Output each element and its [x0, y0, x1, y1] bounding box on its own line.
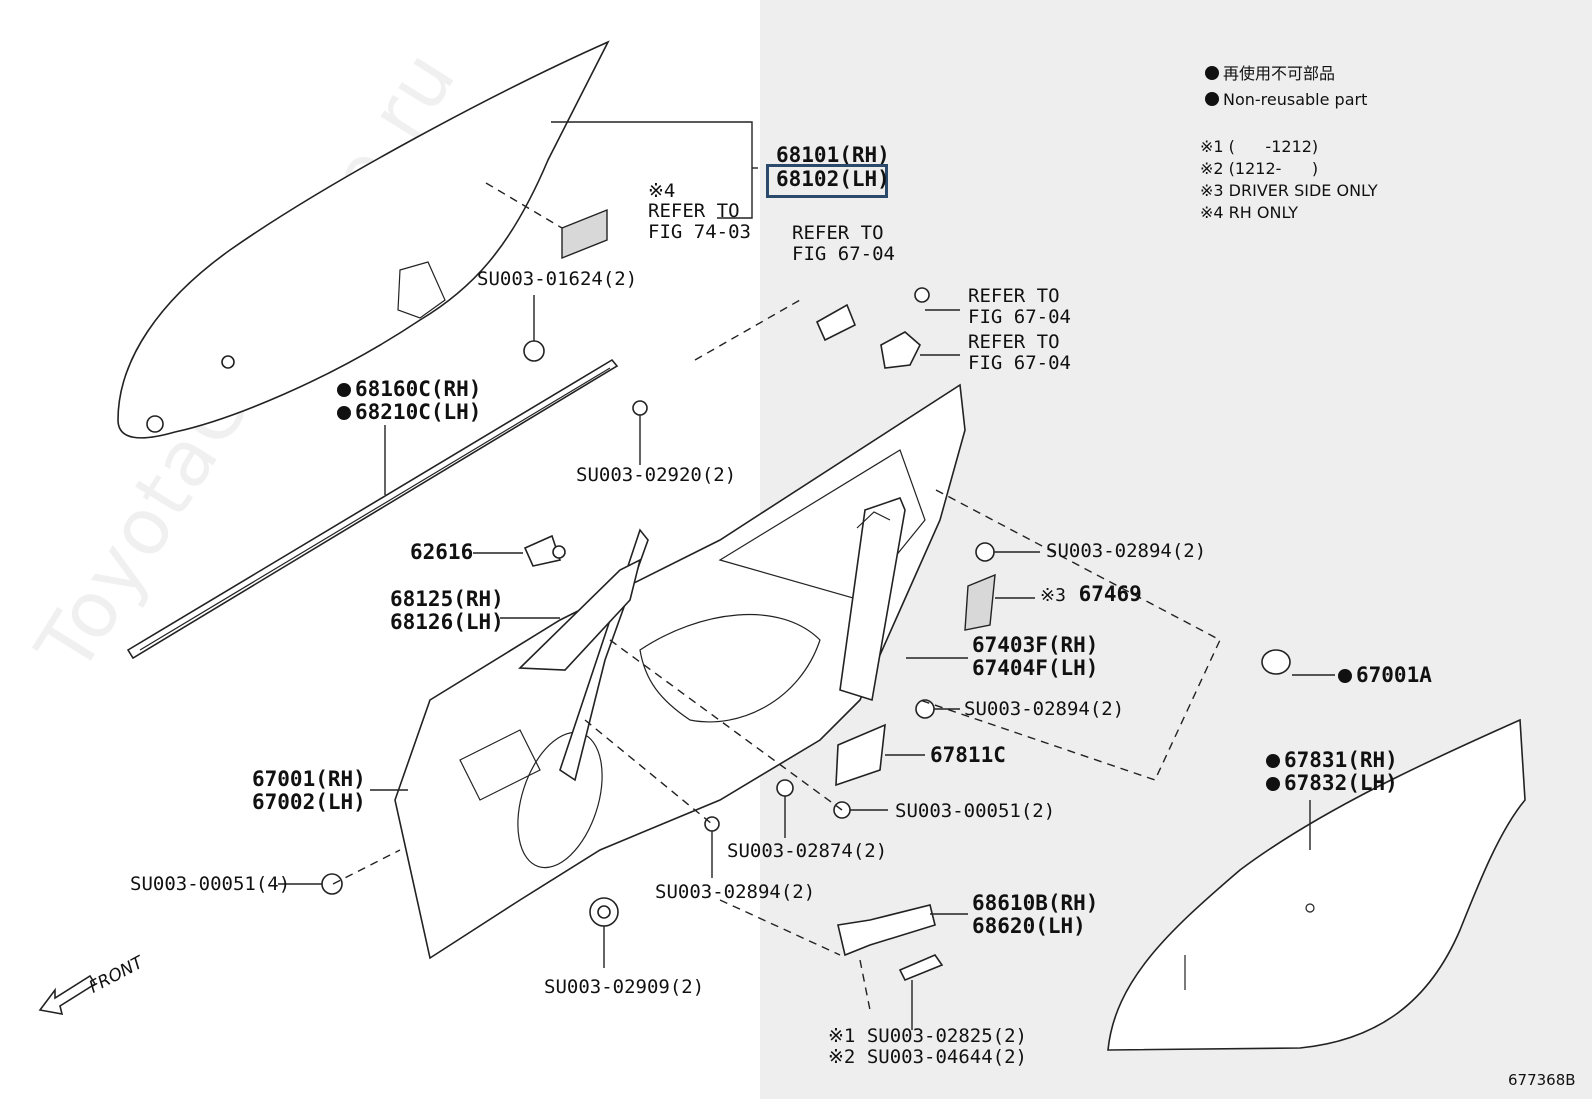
label-su003-04644-mark: ※2 — [828, 1046, 856, 1068]
label-68126[interactable]: 68126(LH) — [390, 610, 504, 634]
non-reusable-icon — [337, 383, 351, 397]
refer-6704b-line2[interactable]: FIG 67-04 — [968, 306, 1071, 328]
door-check — [837, 904, 936, 957]
label-su003-01624[interactable]: SU003-01624(2) — [477, 268, 638, 290]
service-hole-cover — [1107, 718, 1526, 1051]
refer-6704c-line1[interactable]: REFER TO — [968, 331, 1060, 353]
bullet-icon — [1205, 92, 1219, 106]
front-arrow — [38, 974, 97, 1016]
label-67469-text: 67469 — [1078, 582, 1142, 606]
non-reusable-icon — [1338, 669, 1352, 683]
refer-7403-mark: ※4 — [648, 180, 676, 202]
door-panel — [394, 383, 966, 960]
label-su003-02894-b[interactable]: SU003-02894(2) — [964, 698, 1125, 720]
window-regulator — [839, 497, 906, 702]
label-68160c-text: 68160C(RH) — [355, 377, 482, 401]
label-su003-04644-text: SU003-04644(2) — [866, 1046, 1027, 1068]
label-68610b[interactable]: 68610B(RH) — [972, 891, 1099, 915]
label-su003-00051-a[interactable]: SU003-00051(4) — [130, 873, 291, 895]
bullet-icon — [1205, 66, 1219, 80]
label-su003-02920[interactable]: SU003-02920(2) — [576, 464, 737, 486]
legend-text-2: Non-reusable part — [1223, 90, 1368, 109]
label-su003-04644[interactable]: ※2 SU003-04644(2) — [828, 1046, 1027, 1068]
legend-text-1: 再使用不可部品 — [1223, 64, 1336, 83]
non-reusable-icon — [1266, 754, 1280, 768]
label-68620[interactable]: 68620(LH) — [972, 914, 1086, 938]
label-su003-02894-c[interactable]: SU003-02894(2) — [655, 881, 816, 903]
refer-6704c-line2[interactable]: FIG 67-04 — [968, 352, 1071, 374]
label-67832[interactable]: 67832(LH) — [1266, 772, 1398, 795]
door-glass — [117, 40, 610, 439]
label-68210c[interactable]: 68210C(LH) — [337, 401, 481, 424]
legend-note-2: ※2 (1212- ) — [1200, 159, 1319, 178]
non-reusable-icon — [337, 406, 351, 420]
stopper-67001a — [1261, 649, 1291, 675]
label-67404f[interactable]: 67404F(LH) — [972, 656, 1099, 680]
highlight-box — [766, 164, 888, 198]
legend-line-1: 再使用不可部品 — [1205, 64, 1335, 84]
label-68125[interactable]: 68125(RH) — [390, 587, 504, 611]
label-67811c[interactable]: 67811C — [930, 743, 1006, 767]
label-67001a[interactable]: 67001A — [1338, 664, 1432, 687]
refer-6704a-line2[interactable]: FIG 67-04 — [792, 243, 895, 265]
label-su003-02874[interactable]: SU003-02874(2) — [727, 840, 888, 862]
label-68160c[interactable]: 68160C(RH) — [337, 378, 481, 401]
figure-number: 677368B — [1508, 1071, 1576, 1089]
label-su003-02825[interactable]: ※1 SU003-02825(2) — [828, 1025, 1027, 1047]
label-67831[interactable]: 67831(RH) — [1266, 749, 1398, 772]
label-67831-text: 67831(RH) — [1284, 748, 1398, 772]
label-su003-02909[interactable]: SU003-02909(2) — [544, 976, 705, 998]
refer-7403-line1[interactable]: REFER TO — [648, 200, 740, 222]
legend-note-1: ※1 ( -1212) — [1200, 137, 1319, 156]
label-67469[interactable]: ※3 67469 — [1040, 583, 1142, 607]
non-reusable-icon — [1266, 777, 1280, 791]
label-68210c-text: 68210C(LH) — [355, 400, 482, 424]
label-67001[interactable]: 67001(RH) — [252, 767, 366, 791]
clip-su01624 — [523, 340, 545, 362]
label-su003-02825-text: SU003-02825(2) — [866, 1025, 1027, 1047]
legend-note-3: ※3 DRIVER SIDE ONLY — [1200, 181, 1378, 200]
refer-6704b-line1[interactable]: REFER TO — [968, 285, 1060, 307]
label-67469-mark: ※3 — [1040, 585, 1066, 606]
label-68101[interactable]: 68101(RH) — [776, 143, 890, 167]
label-68102[interactable]: 68102(LH) — [776, 167, 890, 191]
label-67001a-text: 67001A — [1356, 663, 1432, 687]
label-67832-text: 67832(LH) — [1284, 771, 1398, 795]
refer-7403-line2[interactable]: FIG 74-03 — [648, 221, 751, 243]
label-su003-02825-mark: ※1 — [828, 1025, 856, 1047]
refer-6704a-line1[interactable]: REFER TO — [792, 222, 884, 244]
label-67002[interactable]: 67002(LH) — [252, 790, 366, 814]
label-67403f[interactable]: 67403F(RH) — [972, 633, 1099, 657]
label-62616[interactable]: 62616 — [410, 540, 474, 564]
label-su003-02894-a[interactable]: SU003-02894(2) — [1046, 540, 1207, 562]
legend-note-4: ※4 RH ONLY — [1200, 203, 1299, 222]
legend-line-2: Non-reusable part — [1205, 90, 1367, 110]
label-su003-00051-b[interactable]: SU003-00051(2) — [895, 800, 1056, 822]
